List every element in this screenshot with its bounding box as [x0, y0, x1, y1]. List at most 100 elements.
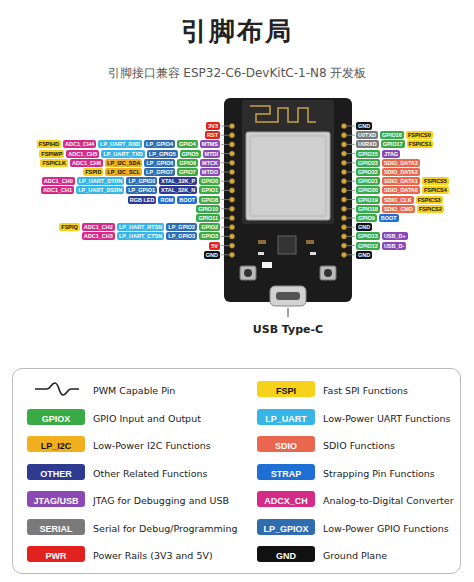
- pin-badge: GPIO12: [356, 242, 380, 250]
- pin-label: USB_D+: [384, 233, 406, 239]
- pin-label: GPIO12: [358, 243, 378, 249]
- pin-badge: GPIO9: [356, 214, 377, 222]
- legend-box: PWM Capable PinFSPIFast SPI FunctionsGPI…: [12, 368, 461, 574]
- pin-badge: ADC1_CH3: [82, 232, 115, 240]
- pin-label: GPIO4: [179, 141, 196, 147]
- pin-label: LP_GPIO2: [168, 224, 195, 230]
- legend-text: GPIO Input and Output: [93, 410, 201, 426]
- pin-label: GPIO2: [201, 224, 218, 230]
- pin-hole: [341, 197, 346, 202]
- pin-badge: GPIO11: [196, 214, 220, 222]
- pin-hole: [341, 179, 346, 184]
- pin-badge: FSPIWP: [39, 150, 64, 158]
- legend-swatch: LP_UART: [257, 409, 315, 425]
- legend-swatch: ADCX_CH: [257, 491, 315, 507]
- pin-badge: LP_I2C_SDA: [105, 159, 142, 167]
- pin-row: FSPIHDADC1_CH4LP_UART_RXDLP_GPIO4GPIO4MT…: [37, 140, 220, 148]
- pin-badge: ADC1_CH2: [82, 223, 115, 231]
- pin-label: GPIO10: [198, 206, 218, 212]
- pin-row: GPIO11: [196, 214, 220, 222]
- pin-label: FSPIQ: [61, 224, 78, 230]
- pin-label: LP_I2C_SCL: [107, 169, 140, 175]
- legend-swatch: SDIO: [257, 436, 315, 452]
- pin-row: ADC1_CH0LP_UART_DTRNLP_GPIO0XTAL_32K_PGP…: [42, 177, 220, 185]
- pin-badge: BOOT: [379, 214, 399, 222]
- pin-badge: GPIO7: [177, 168, 198, 176]
- pin-label: ADC1_CH6: [72, 160, 101, 166]
- pin-stub: [221, 126, 229, 127]
- pin-badge: GPIO18: [356, 205, 380, 213]
- pin-row: FSPIDLP_I2C_SCLLP_GPIO7GPIO7MTDO: [83, 168, 220, 176]
- legend-badge-text: JTAG/USB: [34, 496, 79, 506]
- pin-row: FSPIWPADC1_CH5LP_UART_TXDLP_GPIO5GPIO5MT…: [39, 150, 220, 158]
- pin-row: GPIO21SDIO_DATA1FSPICS5: [356, 177, 449, 185]
- pin-badge: FSPICS1: [407, 140, 434, 148]
- legend-swatch: SERIAL: [27, 519, 85, 535]
- pin-label: LP_GPIO6: [146, 160, 173, 166]
- pin-badge: FSPID: [83, 168, 103, 176]
- pin-badge: GPIO17: [381, 140, 405, 148]
- pin-badge: FSPICS3: [416, 196, 443, 204]
- pin-badge: ADC1_CH6: [70, 159, 103, 167]
- button: [240, 266, 256, 280]
- legend-label: GPIO Input and Output: [93, 413, 201, 424]
- pin-badge: 3V3: [206, 122, 220, 130]
- pin-badge: FSPICS2: [417, 205, 444, 213]
- pin-badge: LP_GPIO7: [144, 168, 175, 176]
- pin-row: 5V: [209, 242, 220, 250]
- pin-hole: [341, 252, 346, 257]
- pin-badge: XTAL_32K_P: [159, 177, 197, 185]
- pin-stub: [221, 135, 229, 136]
- pin-stub: [347, 153, 355, 154]
- pin-label: LP_GPIO0: [128, 178, 155, 184]
- pin-badge: USB_D-: [382, 242, 406, 250]
- pin-badge: SDIO_DATA0: [382, 186, 420, 194]
- pin-badge: U0RXD: [356, 140, 379, 148]
- title-text: 引脚布局: [181, 16, 293, 46]
- pin-label: SDIO_DATA3: [384, 160, 418, 166]
- pin-stub: [347, 190, 355, 191]
- pin-label: MTMS: [202, 141, 218, 147]
- pin-label: ADC1_CH2: [84, 224, 113, 230]
- legend-swatch: LP_I2C: [27, 436, 85, 452]
- pin-badge: RGB LED: [128, 196, 157, 204]
- pin-badge: ADC1_CH1: [41, 186, 74, 194]
- legend-badge-text: STRAP: [271, 469, 302, 479]
- legend-label: PWM Capable Pin: [93, 385, 175, 396]
- pin-badge: LP_UART_RTSN: [117, 223, 164, 231]
- pin-hole: [341, 225, 346, 230]
- pin-hole: [341, 160, 346, 165]
- pin-label: 3V3: [208, 123, 218, 129]
- pin-badge: FSPICLK: [40, 159, 68, 167]
- pin-row: GPIO23SDIO_DATA3: [356, 159, 420, 167]
- legend-swatch: FSPI: [257, 381, 315, 397]
- pin-label: LP_UART_RXD: [100, 141, 140, 147]
- pin-row: FSPICLKADC1_CH6LP_I2C_SDALP_GPIO6GPIO6MT…: [40, 159, 220, 167]
- pin-badge: LP_GPIO6: [144, 159, 175, 167]
- pin-stub: [221, 236, 229, 237]
- pin-hole: [229, 206, 234, 211]
- pin-label: GPIO1: [201, 187, 218, 193]
- pin-badge: GPIO2: [199, 223, 220, 231]
- pin-row: GPIO15JTAG: [356, 150, 400, 158]
- pin-label: GPIO16: [382, 132, 402, 138]
- pin-badge: GND: [356, 251, 372, 259]
- pin-stub: [347, 208, 355, 209]
- pin-hole: [341, 151, 346, 156]
- pin-label: ADC1_CH4: [65, 141, 94, 147]
- pin-label: GPIO18: [358, 206, 378, 212]
- pin-hole: [229, 160, 234, 165]
- title: 引脚布局: [0, 14, 474, 49]
- pin-stub: [347, 227, 355, 228]
- legend-text: Other Related Functions: [93, 465, 207, 481]
- legend-text: Low-Power UART Functions: [323, 410, 450, 426]
- pin-badge: USB_D+: [382, 232, 408, 240]
- pin-badge: GPIO20: [356, 186, 380, 194]
- pin-badge: ADC1_CH4: [63, 140, 96, 148]
- pin-badge: SDIO_DATA2: [382, 168, 420, 176]
- pin-label: SDIO_DATA2: [384, 169, 418, 175]
- pin-label: GPIO17: [383, 141, 403, 147]
- pin-badge: GPIO5: [180, 150, 201, 158]
- legend-label: JTAG for Debugging and USB: [93, 495, 229, 506]
- legend-badge-text: SERIAL: [39, 524, 72, 534]
